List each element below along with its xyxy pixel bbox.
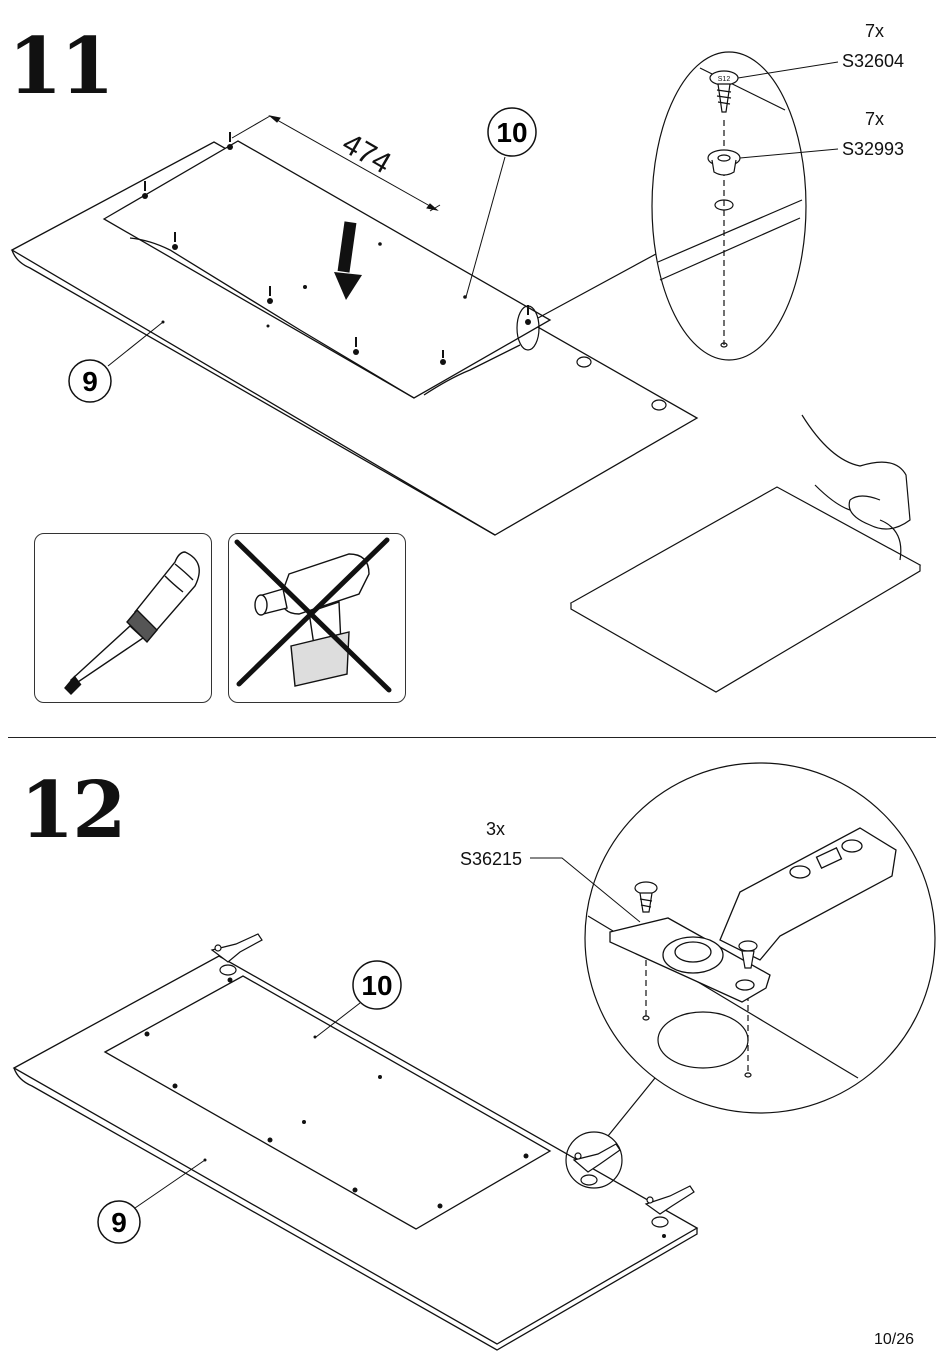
callout-9-label: 9 [111, 1207, 127, 1238]
step-12-illustration: 10 9 [0, 740, 950, 1367]
screwdriver-icon [35, 534, 211, 702]
tool-box-drill-forbidden [228, 533, 406, 703]
callout-10-label: 10 [496, 117, 527, 148]
callout-10-label: 10 [361, 970, 392, 1001]
svg-text:S12: S12 [718, 76, 731, 83]
power-drill-icon [229, 534, 405, 702]
step-divider [8, 737, 936, 738]
hinge-middle-icon [574, 1144, 620, 1185]
page-number: 10/26 [874, 1331, 914, 1349]
callout-9-label: 9 [82, 366, 98, 397]
detail-zoom-oval [517, 52, 806, 360]
dimension-value: 474 [337, 127, 397, 181]
tool-box-screwdriver [34, 533, 212, 703]
